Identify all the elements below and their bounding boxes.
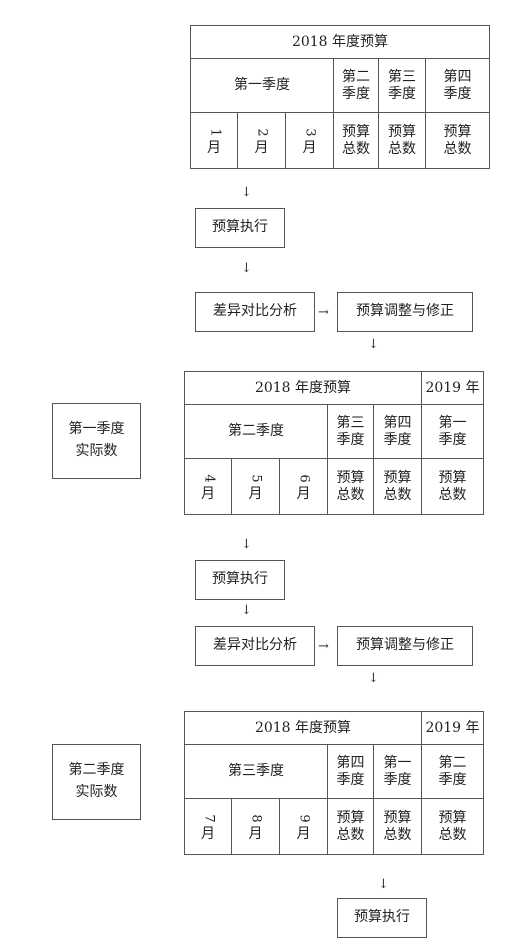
down-arrow: ↓ [241,185,252,200]
month-cell: 5 月 [231,458,280,515]
month-cell: 8 月 [231,798,280,855]
month-number: 4 [201,474,217,483]
month-number: 6 [296,474,312,483]
quarter-cell: 第二 季度 [421,744,484,799]
month-unit: 月 [254,139,269,156]
month-unit: 月 [296,485,311,502]
budget-execution-box: 预算执行 [195,560,285,600]
down-arrow: ↓ [241,603,252,618]
budget-total-cell: 预算 总数 [421,458,484,515]
budget-total-cell: 预算 总数 [373,458,422,515]
quarter-cell: 第四 季度 [425,58,490,113]
quarter-cell: 第二 季度 [333,58,379,113]
variance-analysis-box: 差异对比分析 [195,292,315,332]
budget-total-cell: 预算 总数 [425,112,490,169]
month-unit: 月 [296,825,311,842]
month-cell: 3 月 [285,112,334,169]
down-arrow: ↓ [368,671,379,686]
budget-adjustment-box: 预算调整与修正 [337,292,473,332]
month-unit: 月 [201,485,215,502]
quarter-cell: 第四 季度 [327,744,374,799]
month-cell: 6 月 [279,458,328,515]
quarter-cell: 第三 季度 [378,58,426,113]
budget-total-cell: 预算 总数 [421,798,484,855]
quarter-cell: 第四 季度 [373,404,422,459]
month-unit: 月 [248,825,263,842]
budget-total-cell: 预算 总数 [327,458,374,515]
month-unit: 月 [248,485,263,502]
current-quarter-cell: 第一季度 [190,58,334,113]
month-number: 7 [201,814,217,823]
table-header: 2018 年度预算 [184,371,422,405]
down-arrow: ↓ [241,261,252,276]
q2-actual-box: 第二季度 实际数 [52,744,141,820]
budget-total-cell: 预算 总数 [327,798,374,855]
month-number: 8 [248,814,264,823]
month-number: 1 [207,128,223,137]
table-header: 2018 年度预算 [190,25,490,59]
month-cell: 2 月 [237,112,286,169]
right-arrow: → [318,639,329,654]
month-cell: 1 月 [190,112,238,169]
quarter-cell: 第三 季度 [327,404,374,459]
month-unit: 月 [302,139,317,156]
month-cell: 9 月 [279,798,328,855]
budget-execution-box: 预算执行 [195,208,285,248]
month-number: 9 [296,814,312,823]
q1-actual-box: 第一季度 实际数 [52,403,141,479]
budget-total-cell: 预算 总数 [378,112,426,169]
quarter-cell: 第一 季度 [421,404,484,459]
month-cell: 4 月 [184,458,232,515]
next-year-header: 2019 年 [421,711,484,745]
budget-total-cell: 预算 总数 [373,798,422,855]
next-year-header: 2019 年 [421,371,484,405]
variance-analysis-box: 差异对比分析 [195,626,315,666]
budget-total-cell: 预算 总数 [333,112,379,169]
month-unit: 月 [207,139,221,156]
budget-execution-box: 预算执行 [337,898,427,938]
month-cell: 7 月 [184,798,232,855]
month-number: 2 [254,128,270,137]
right-arrow: → [318,305,329,320]
month-number: 3 [302,128,318,137]
quarter-cell: 第一 季度 [373,744,422,799]
budget-adjustment-box: 预算调整与修正 [337,626,473,666]
down-arrow: ↓ [241,537,252,552]
table-header: 2018 年度预算 [184,711,422,745]
month-unit: 月 [201,825,215,842]
down-arrow: ↓ [368,337,379,352]
current-quarter-cell: 第三季度 [184,744,328,799]
current-quarter-cell: 第二季度 [184,404,328,459]
month-number: 5 [248,474,264,483]
down-arrow: ↓ [378,877,389,892]
